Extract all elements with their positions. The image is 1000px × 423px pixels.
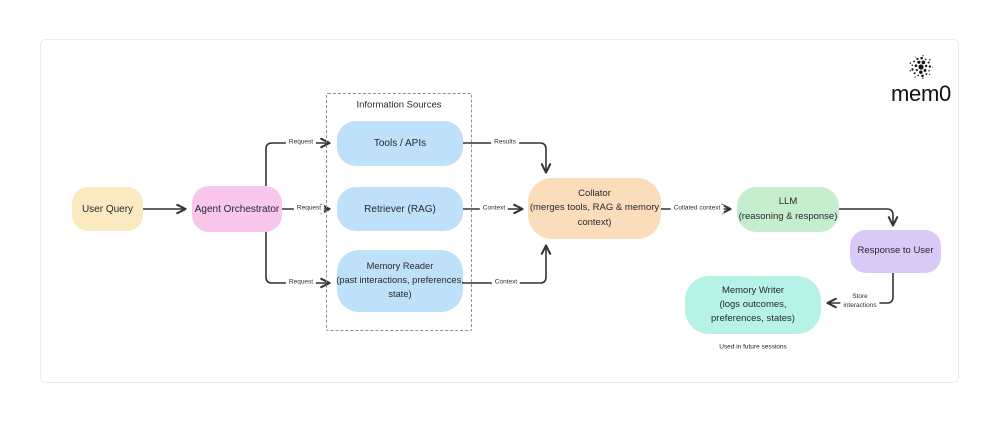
node-llm: LLM (reasoning & response) <box>737 187 839 232</box>
information-sources-title: Information Sources <box>356 99 442 111</box>
node-tools-apis: Tools / APIs <box>337 121 463 166</box>
edge-label-store-interactions: Store interactions <box>840 293 880 311</box>
edge-label-results: Results <box>491 138 519 148</box>
mem0-dots-icon <box>909 55 933 79</box>
edge-label-request-middle: Request <box>293 204 325 214</box>
edge-label-request-top: Request <box>285 138 317 148</box>
arrow-tools-to-collator <box>463 142 552 174</box>
node-response-to-user: Response to User <box>850 230 941 273</box>
node-agent-orchestrator: Agent Orchestrator <box>192 186 282 232</box>
node-retriever-rag: Retriever (RAG) <box>337 187 463 231</box>
memory-writer-footnote: Used in future sessions <box>719 343 787 351</box>
node-collator: Collator (merges tools, RAG & memory con… <box>528 178 661 239</box>
arrow-response-to-memory-writer <box>826 273 894 309</box>
mem0-logo: mem0 <box>882 54 960 105</box>
node-user-query: User Query <box>72 187 143 231</box>
node-memory-writer: Memory Writer (logs outcomes, preference… <box>685 276 821 334</box>
arrow-orchestrator-to-tools <box>265 137 331 186</box>
node-memory-reader: Memory Reader (past interactions, prefer… <box>336 250 464 312</box>
mem0-wordmark: mem0 <box>891 81 951 106</box>
edge-label-context-bottom: Context <box>491 278 521 288</box>
arrow-memory-reader-to-collator <box>463 244 552 284</box>
information-sources-group <box>326 93 472 331</box>
arrow-orchestrator-to-memory-reader <box>265 232 331 289</box>
edge-label-collated-context: Collated context <box>670 204 724 214</box>
edge-label-context-middle: Context <box>479 204 509 214</box>
arrow-llm-to-response <box>839 208 899 227</box>
edge-label-request-bottom: Request <box>285 278 317 288</box>
